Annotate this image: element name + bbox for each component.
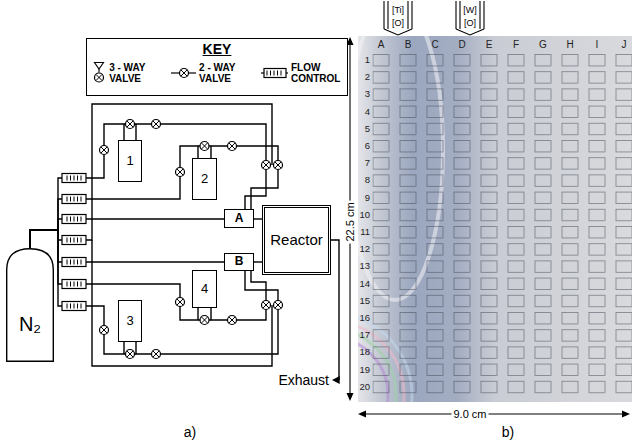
cell-grid (373, 54, 632, 398)
legend-text: FLOW CONTROL (291, 62, 343, 84)
bubbler-box: 1 (118, 140, 142, 182)
flow-controller (62, 174, 86, 311)
row-number: 15 (359, 295, 370, 306)
cylinder-outline (6, 248, 54, 362)
legend-symbol (91, 61, 106, 85)
column-letter: I (596, 39, 599, 51)
box-label: 2 (201, 172, 208, 187)
pipe-line (136, 271, 278, 354)
legend-item: FLOW CONTROL (261, 62, 343, 84)
bypass-line (58, 104, 272, 366)
pipe-line (30, 219, 224, 248)
pipe-line (254, 261, 262, 262)
panel-label: a) (184, 424, 196, 440)
legend-symbol (261, 66, 288, 80)
legend-text: 2 - WAY VALVE (199, 62, 245, 84)
row-number: 12 (359, 244, 370, 255)
row-number: 17 (359, 330, 370, 341)
row-number: 14 (359, 278, 370, 289)
box-label: 4 (201, 282, 208, 297)
legend-text: 3 - WAY VALVE (109, 62, 155, 84)
two-way-valve (100, 120, 237, 359)
row-number: 9 (365, 192, 370, 203)
row-number: 7 (365, 158, 370, 169)
row-number: 20 (359, 381, 370, 392)
legend-item: 3 - WAY VALVE (91, 61, 155, 85)
sample-plate (248, 0, 632, 446)
element-label: [W] (463, 5, 477, 15)
element-label: [Ti] (392, 5, 404, 15)
row-number: 8 (365, 175, 370, 186)
precursor-arrow (384, 1, 484, 35)
column-letter: C (431, 39, 438, 51)
mixer-box: B (224, 253, 254, 271)
column-letter: E (486, 39, 493, 51)
bubbler-box: 4 (192, 270, 217, 308)
row-number: 3 (365, 89, 370, 100)
panel-label: b) (502, 424, 514, 440)
cylinder-outline (7, 249, 54, 362)
pipe-line (30, 146, 198, 248)
legend-symbol (171, 66, 196, 80)
box-label: 3 (126, 314, 133, 329)
row-number: 10 (359, 209, 370, 220)
column-letter: D (458, 39, 465, 51)
box-label: A (235, 212, 244, 226)
column-letter: H (566, 39, 573, 51)
row-number: 13 (359, 261, 370, 272)
row-number: 16 (359, 313, 370, 324)
bubbler-box: 2 (192, 158, 217, 200)
column-letter: J (622, 39, 627, 51)
reactor-box: Reactor (262, 205, 331, 275)
key-box: KEY 3 - WAY VALVE 2 - WAY VALVE FLOW CONTRO… (86, 38, 348, 96)
row-number: 2 (365, 72, 370, 83)
box-label: KEY (203, 41, 232, 57)
row-number: 19 (359, 364, 370, 375)
element-label: [O] (464, 18, 476, 28)
element-label: [O] (392, 18, 404, 28)
legend-item: 2 - WAY VALVE (171, 62, 245, 84)
box-label: B (235, 255, 244, 269)
pipe-line (211, 271, 266, 320)
box-label: Reactor (270, 231, 323, 248)
row-number: 4 (365, 106, 370, 117)
dimension-label: 9.0 cm (451, 408, 488, 421)
box-label: N₂ (19, 313, 41, 336)
pipe-line (254, 218, 262, 219)
row-number: 1 (365, 55, 370, 66)
column-letter: B (405, 39, 412, 51)
row-number: 11 (360, 227, 370, 238)
bubbler-box: 3 (118, 300, 142, 342)
pipe-line (136, 124, 266, 209)
column-letter: G (539, 39, 547, 51)
legend: 3 - WAY VALVE 2 - WAY VALVE FLOW CONTROL (91, 61, 343, 85)
dimension-label: 22.5 cm (344, 200, 357, 243)
dimension-line (347, 37, 631, 418)
row-number: 5 (365, 123, 370, 134)
box-label: 1 (126, 154, 133, 169)
pipe-line (211, 146, 278, 209)
gas-cylinder: N₂ (6, 248, 54, 362)
exhaust-label: Exhaust (278, 372, 329, 388)
row-number: 6 (365, 141, 370, 152)
column-letter: A (378, 39, 385, 51)
mixer-box: A (224, 209, 254, 228)
pipe-line (30, 230, 224, 262)
row-number: 18 (359, 347, 370, 358)
column-letter: F (513, 39, 519, 51)
pipe-line (30, 230, 198, 320)
